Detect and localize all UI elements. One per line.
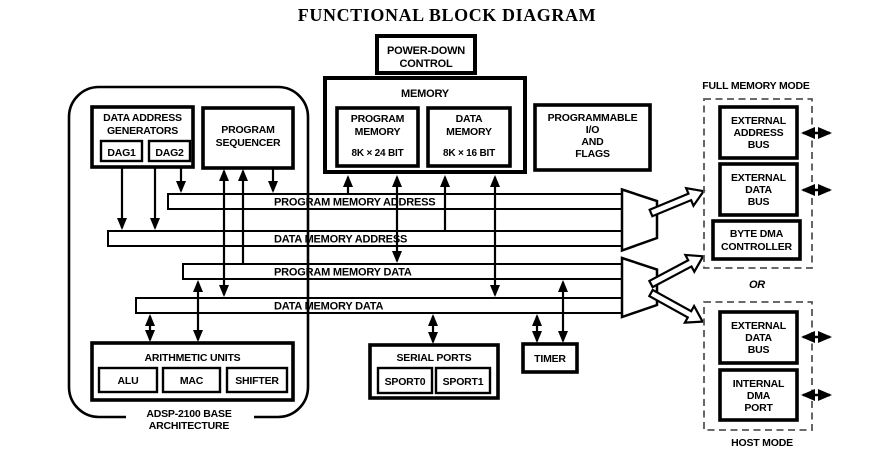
sport1-box [434, 366, 492, 395]
external-data-bus-full-line1: EXTERNAL [731, 172, 787, 184]
data-address-generators-block: DATA ADDRESS GENERATORS DAG1 DAG2 [90, 105, 195, 169]
alu-label: ALU [118, 375, 139, 387]
external-address-bus-line2: ADDRESS [734, 127, 784, 139]
host-mode-dashed-box [703, 301, 813, 431]
programmable-io-block: PROGRAMMABLE I/O AND FLAGS [533, 103, 652, 172]
internal-dma-port-line2: DMA [747, 390, 771, 402]
dma-bus-label: DATA MEMORY ADDRESS [274, 234, 407, 246]
data-to-full-memory-arrow [647, 253, 705, 289]
address-bus-funnel [620, 187, 659, 253]
program-memory-size: 8K × 24 BIT [352, 148, 404, 159]
host-mode-label: HOST MODE [731, 437, 793, 449]
dag1-box [99, 139, 144, 163]
data-memory-box [426, 106, 512, 168]
bus-program-memory-data: PROGRAM MEMORY DATA [182, 263, 623, 280]
programmable-io-box [533, 103, 652, 172]
data-memory-line1: DATA [456, 113, 483, 125]
mac-box [161, 366, 222, 394]
internal-dma-port-line3: PORT [744, 402, 773, 414]
pma-bus-label: PROGRAM MEMORY ADDRESS [274, 197, 435, 209]
full-memory-mode-section: FULL MEMORY MODE EXTERNAL ADDRESS BUS EX… [702, 80, 832, 269]
arithmetic-units-block: ARITHMETIC UNITS ALU MAC SHIFTER [90, 341, 295, 402]
programmable-io-line4: FLAGS [575, 148, 610, 160]
dag2-box [147, 139, 192, 163]
byte-dma-line1: BYTE DMA [730, 228, 784, 240]
arithmetic-units-label: ARITHMETIC UNITS [145, 352, 241, 364]
timer-block: TIMER [521, 342, 579, 374]
memory-label: MEMORY [401, 88, 450, 100]
data-memory-line2: MEMORY [446, 126, 492, 138]
byte-dma-controller-box [711, 219, 802, 261]
dag2-label: DAG2 [155, 147, 184, 159]
program-sequencer-block: PROGRAM SEQUENCER [201, 106, 295, 170]
programmable-io-line3: AND [581, 136, 604, 148]
timer-label: TIMER [534, 353, 566, 365]
program-sequencer-box [201, 106, 295, 170]
address-to-full-memory-arrow [648, 186, 706, 218]
dag1-label: DAG1 [107, 147, 136, 159]
base-architecture-label-line2: ARCHITECTURE [149, 420, 230, 432]
data-memory-size: 8K × 16 BIT [443, 148, 495, 159]
external-address-bus-box [718, 105, 799, 160]
programmable-io-line1: PROGRAMMABLE [548, 112, 638, 124]
bus-data-memory-address: DATA MEMORY ADDRESS [107, 230, 623, 247]
program-sequencer-line1: PROGRAM [221, 124, 275, 136]
program-memory-box [335, 106, 420, 168]
base-architecture-label-line1: ADSP-2100 BASE [146, 408, 232, 420]
bus-data-memory-data: DATA MEMORY DATA [135, 297, 623, 314]
base-architecture-outline: ADSP-2100 BASE ARCHITECTURE [67, 85, 310, 432]
connector-arrows [117, 167, 568, 344]
bus-multiplexers [620, 186, 706, 324]
external-address-bus-line3: BUS [748, 139, 770, 151]
external-data-bus-full-line2: DATA [745, 184, 772, 196]
alu-box [97, 366, 159, 394]
sport0-label: SPORT0 [385, 376, 426, 388]
external-data-bus-host-line1: EXTERNAL [731, 320, 787, 332]
power-down-control-box [375, 34, 477, 75]
timer-box [521, 342, 579, 374]
power-down-line2: CONTROL [400, 58, 453, 70]
serial-ports-label: SERIAL PORTS [396, 352, 471, 364]
internal-dma-port-box [718, 368, 799, 422]
pmd-bus-label: PROGRAM MEMORY DATA [274, 267, 412, 279]
power-down-control-block: POWER-DOWN CONTROL [375, 34, 477, 75]
full-memory-mode-label: FULL MEMORY MODE [702, 80, 810, 92]
programmable-io-line2: I/O [586, 124, 599, 136]
or-label: OR [749, 279, 765, 291]
base-architecture-label-patch [126, 409, 254, 423]
diagram-title: FUNCTIONAL BLOCK DIAGRAM [298, 5, 596, 25]
external-address-bus-line1: EXTERNAL [731, 115, 787, 127]
program-memory-line1: PROGRAM [351, 113, 405, 125]
host-mode-section: EXTERNAL DATA BUS INTERNAL DMA PORT HOST… [703, 301, 832, 449]
shifter-box [225, 366, 289, 394]
memory-block: MEMORY PROGRAM MEMORY 8K × 24 BIT DATA M… [323, 76, 527, 174]
power-down-line1: POWER-DOWN [387, 45, 465, 57]
bus-program-memory-address: PROGRAM MEMORY ADDRESS [167, 193, 623, 210]
external-data-bus-host-line2: DATA [745, 332, 772, 344]
dag-line1: DATA ADDRESS [103, 112, 182, 124]
byte-dma-line2: CONTROLLER [721, 241, 793, 253]
external-data-bus-full-box [718, 162, 799, 217]
serial-ports-block: SERIAL PORTS SPORT0 SPORT1 [368, 343, 500, 400]
sport0-box [376, 366, 434, 395]
sport1-label: SPORT1 [443, 376, 484, 388]
external-data-bus-host-box [718, 310, 799, 365]
shifter-label: SHIFTER [235, 375, 279, 387]
dmd-bus-label: DATA MEMORY DATA [274, 301, 383, 313]
program-memory-line2: MEMORY [355, 126, 401, 138]
mac-label: MAC [180, 375, 204, 387]
program-sequencer-line2: SEQUENCER [216, 137, 281, 149]
data-to-host-mode-arrow [647, 288, 705, 324]
external-data-bus-host-line3: BUS [748, 344, 770, 356]
external-data-bus-full-line3: BUS [748, 196, 770, 208]
internal-dma-port-line1: INTERNAL [733, 378, 785, 390]
data-bus-funnel [620, 256, 659, 319]
dag-line2: GENERATORS [107, 125, 178, 137]
